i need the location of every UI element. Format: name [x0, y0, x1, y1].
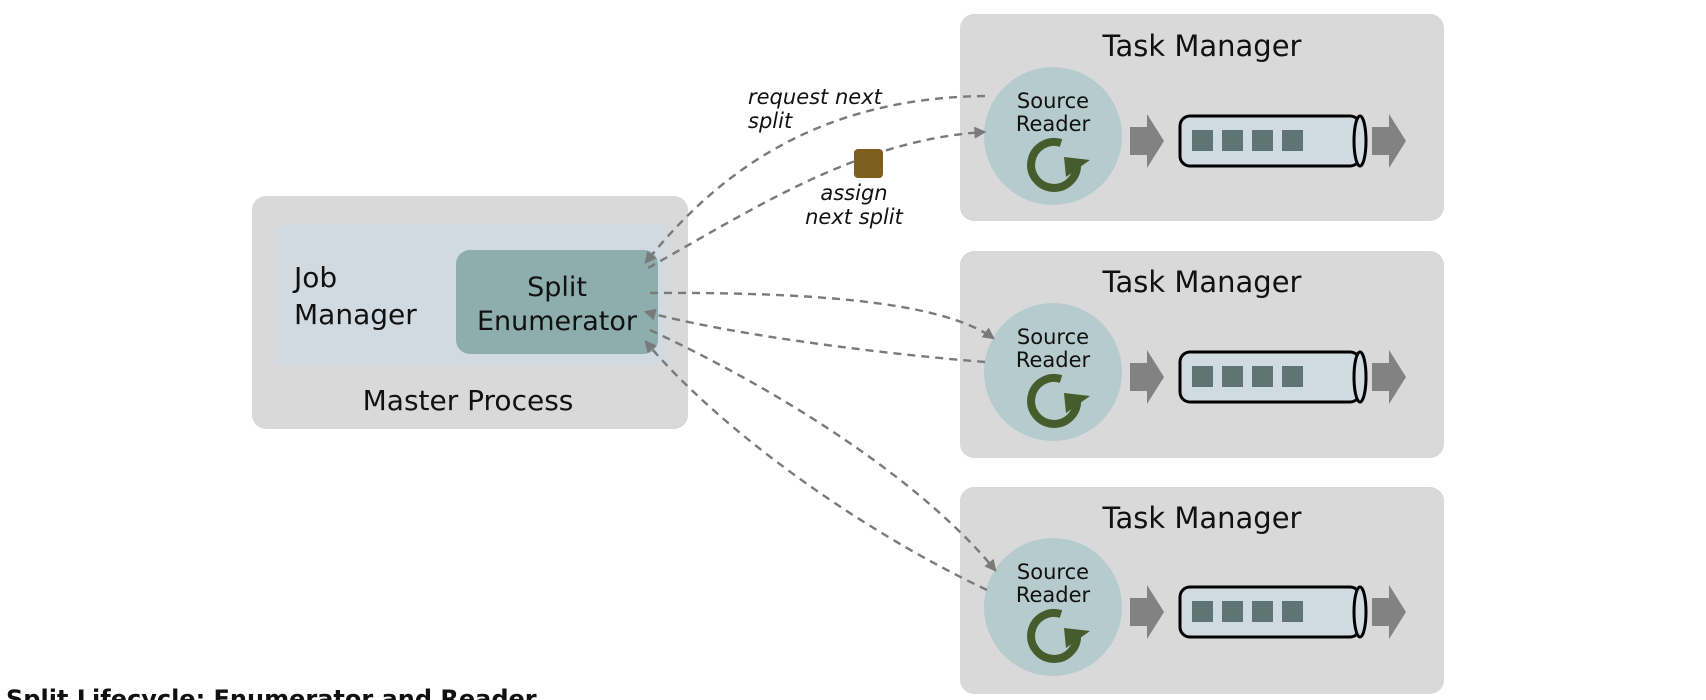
job-manager-label-line1: Job	[292, 261, 337, 294]
flow-arrow-out-icon	[1372, 114, 1406, 168]
queue-record	[1252, 601, 1273, 622]
assign-annotation-line1: assign	[820, 181, 887, 205]
queue-record	[1252, 130, 1273, 151]
cycle-arrow-icon	[1027, 608, 1090, 663]
task-manager-3: Task Manager Source Reader	[960, 487, 1444, 694]
cycle-arrow-icon	[1027, 137, 1090, 192]
split-token-icon	[854, 149, 883, 178]
source-reader-label-line1: Source	[1017, 325, 1089, 349]
queue-record	[1282, 366, 1303, 387]
source-reader-label-line2: Reader	[1016, 583, 1091, 607]
queue-record	[1192, 130, 1213, 151]
source-reader-circle	[984, 303, 1122, 441]
queue-record	[1192, 366, 1213, 387]
cycle-arrow-icon	[1027, 373, 1090, 428]
source-reader-label-line1: Source	[1017, 89, 1089, 113]
queue-record	[1222, 366, 1243, 387]
queue-record	[1282, 601, 1303, 622]
flow-arrow-in-icon	[1130, 585, 1164, 639]
assign-annotation-line2: next split	[805, 205, 904, 229]
split-enumerator-label-line2: Enumerator	[477, 306, 638, 337]
split-enumerator-box	[456, 250, 658, 354]
record-queue	[1178, 585, 1368, 639]
master-process-label: Master Process	[363, 384, 574, 417]
queue-record	[1222, 601, 1243, 622]
request-annotation-line2: split	[748, 109, 793, 133]
assign-split-connector	[647, 126, 987, 270]
master-process: Job Manager Split Enumerator Master Proc…	[252, 196, 688, 429]
task-manager-1: Task Manager Source Reader	[960, 14, 1444, 221]
queue-record	[1282, 130, 1303, 151]
request-connector-tm3	[644, 340, 988, 592]
assign-connector-tm3	[649, 328, 997, 572]
queue-record	[1192, 601, 1213, 622]
task-manager-title: Task Manager	[1102, 29, 1302, 63]
queue-record	[1222, 130, 1243, 151]
job-manager-label-line2: Manager	[294, 298, 417, 331]
task-manager-title: Task Manager	[1102, 265, 1302, 299]
flow-arrow-out-icon	[1372, 350, 1406, 404]
flow-arrow-out-icon	[1372, 585, 1406, 639]
source-reader-label-line2: Reader	[1016, 348, 1091, 372]
flow-arrow-in-icon	[1130, 114, 1164, 168]
queue-record	[1252, 366, 1273, 387]
request-connector-tm2	[643, 308, 986, 364]
figure-caption: Split Lifecycle: Enumerator and Reader	[6, 685, 537, 700]
assign-connector-tm2	[649, 291, 995, 340]
source-reader-circle	[984, 67, 1122, 205]
record-queue	[1178, 350, 1368, 404]
request-annotation-line1: request next	[748, 85, 883, 109]
source-reader-circle	[984, 538, 1122, 676]
source-reader-label-line1: Source	[1017, 560, 1089, 584]
task-manager-2: Task Manager Source Reader	[960, 251, 1444, 458]
split-enumerator-label-line1: Split	[527, 272, 587, 303]
flow-arrow-in-icon	[1130, 350, 1164, 404]
record-queue	[1178, 114, 1368, 168]
source-reader-label-line2: Reader	[1016, 112, 1091, 136]
request-split-connector	[644, 94, 986, 264]
task-manager-title: Task Manager	[1102, 501, 1302, 535]
